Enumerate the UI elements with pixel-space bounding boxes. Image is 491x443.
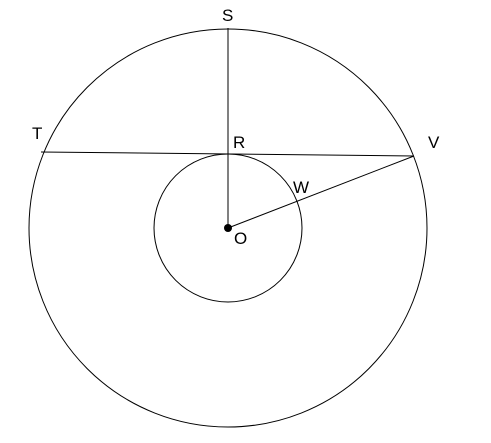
segment-ov: [227, 155, 415, 229]
label-w: W: [293, 178, 309, 197]
label-o: O: [234, 229, 247, 248]
label-t: T: [32, 124, 42, 143]
label-s: S: [222, 6, 233, 25]
center-point-o: [224, 224, 232, 232]
label-v: V: [428, 133, 440, 152]
label-r: R: [233, 133, 245, 152]
